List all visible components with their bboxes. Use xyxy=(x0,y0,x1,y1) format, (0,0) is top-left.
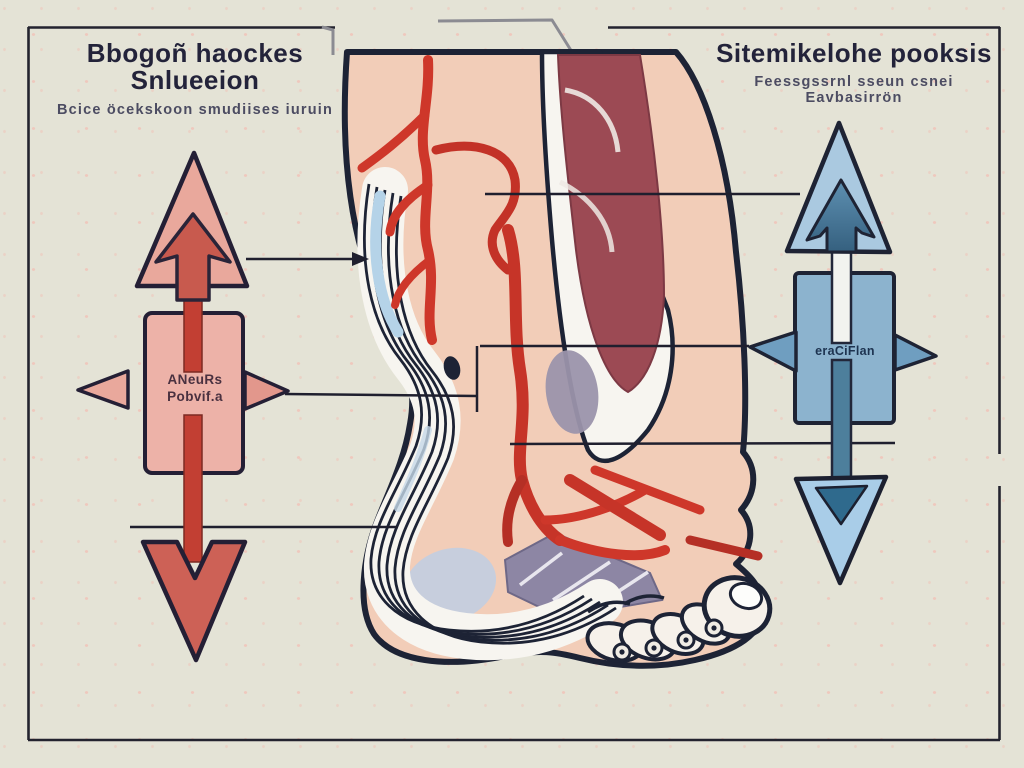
blue-box-label: eraCiFlan xyxy=(796,344,894,360)
muscle-highlight xyxy=(564,87,621,153)
red-box-arrowhead-icon xyxy=(243,370,290,411)
header-right: Sitemikelohe pooksis Feessgssrnl sseun c… xyxy=(708,38,1000,107)
header-left-subtitle: Bcice öcekskoon smudiises iuruin xyxy=(56,101,334,118)
blue-shaft-upper xyxy=(830,249,853,345)
corner-marks xyxy=(321,18,574,55)
tendon-node xyxy=(443,356,461,380)
blue-box-label-line1: eraCiFlan xyxy=(815,344,875,358)
red-box-label: ANeuRs Pobvif.a xyxy=(146,372,244,406)
blue-shaft-lower xyxy=(830,358,853,481)
leg-illustration xyxy=(341,49,773,669)
red-up-arrow-icon xyxy=(134,150,250,302)
blue-tendon-band xyxy=(370,190,404,338)
blue-arrow-group xyxy=(748,120,938,586)
red-box-label-line1: ANeuRs xyxy=(167,372,223,387)
header-right-title: Sitemikelohe pooksis xyxy=(716,38,992,68)
plantar-muscle xyxy=(503,531,664,619)
blue-flank-right-triangle-icon xyxy=(893,333,938,372)
red-left-triangle-icon xyxy=(76,369,130,410)
connector-line-left-mid xyxy=(284,346,479,412)
blue-tendon-band-2 xyxy=(394,426,432,512)
header-left: Bbogoñ haockes Snlueeion Bcice öcekskoon… xyxy=(40,38,350,118)
frame-border xyxy=(27,26,1001,742)
header-right-subtitle: Feessgssrnl sseun csnei Eavbasirrön xyxy=(754,74,954,107)
toes xyxy=(585,575,773,663)
connector-line-left-top xyxy=(246,252,369,266)
toe-nail-spirals xyxy=(612,618,724,662)
red-arrow-shaft xyxy=(183,295,203,563)
ankle-muscle-blob xyxy=(545,350,599,434)
calf-muscle xyxy=(556,54,666,394)
tendon-bands xyxy=(357,167,623,661)
blue-flank-left-triangle-icon xyxy=(748,330,798,373)
red-down-arrow-icon xyxy=(140,539,248,663)
header-left-title: Bbogoñ haockes Snlueeion xyxy=(86,38,304,96)
red-box-label-line2: Pobvif.a xyxy=(167,388,223,404)
muscle-highlight-2 xyxy=(558,179,615,253)
red-arrow-group xyxy=(76,150,290,663)
blue-down-arrow-icon xyxy=(793,474,889,586)
arrowhead-right-icon xyxy=(352,252,369,266)
big-toe-nail xyxy=(728,581,764,611)
artery-tree xyxy=(357,55,763,561)
blue-up-arrow-icon xyxy=(784,120,893,255)
